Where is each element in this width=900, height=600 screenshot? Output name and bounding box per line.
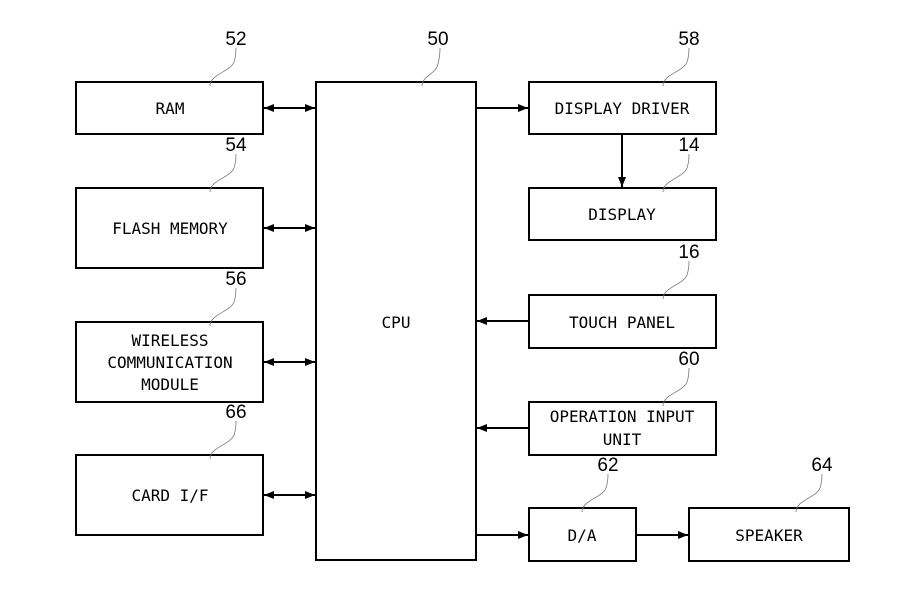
wireless-module-block: WIRELESS COMMUNICATION MODULE 56 bbox=[75, 269, 264, 403]
display-driver-block: DISPLAY DRIVER 58 bbox=[528, 29, 717, 135]
cpu-block: CPU 50 bbox=[315, 29, 477, 561]
flash-memory-block: FLASH MEMORY 54 bbox=[75, 135, 264, 269]
da-converter-ref: 62 bbox=[597, 455, 618, 476]
touch-panel-ref: 16 bbox=[678, 242, 699, 263]
ram-label: RAM bbox=[156, 99, 185, 118]
da-converter-label: D/A bbox=[568, 526, 597, 545]
display-driver-label: DISPLAY DRIVER bbox=[555, 99, 690, 118]
speaker-block: SPEAKER 64 bbox=[688, 455, 850, 562]
display-block: DISPLAY 14 bbox=[528, 135, 717, 241]
wireless-ref: 56 bbox=[225, 269, 246, 290]
cpu-ref: 50 bbox=[427, 29, 448, 50]
wireless-label-line-1: WIRELESS bbox=[131, 331, 208, 350]
speaker-ref: 64 bbox=[811, 455, 833, 476]
operation-input-label-line-2: UNIT bbox=[603, 430, 642, 449]
flash-memory-label: FLASH MEMORY bbox=[112, 219, 228, 238]
da-converter-block: D/A 62 bbox=[528, 455, 637, 562]
card-if-ref: 66 bbox=[225, 402, 246, 423]
card-if-block: CARD I/F 66 bbox=[75, 402, 264, 536]
operation-input-label-line-1: OPERATION INPUT bbox=[550, 407, 695, 426]
speaker-label: SPEAKER bbox=[735, 526, 803, 545]
ram-ref: 52 bbox=[225, 29, 246, 50]
ram-block: RAM 52 bbox=[75, 29, 264, 135]
display-ref: 14 bbox=[678, 135, 700, 156]
flash-memory-ref: 54 bbox=[225, 135, 247, 156]
operation-input-block: OPERATION INPUT UNIT 60 bbox=[528, 349, 717, 456]
wireless-label-line-2: COMMUNICATION bbox=[107, 353, 232, 372]
card-if-label: CARD I/F bbox=[131, 486, 208, 505]
cpu-label: CPU bbox=[382, 313, 411, 332]
touch-panel-label: TOUCH PANEL bbox=[569, 313, 675, 332]
display-driver-ref: 58 bbox=[678, 29, 699, 50]
touch-panel-block: TOUCH PANEL 16 bbox=[528, 242, 717, 349]
operation-input-ref: 60 bbox=[678, 349, 699, 370]
wireless-label-line-3: MODULE bbox=[141, 375, 199, 394]
display-label: DISPLAY bbox=[588, 205, 656, 224]
